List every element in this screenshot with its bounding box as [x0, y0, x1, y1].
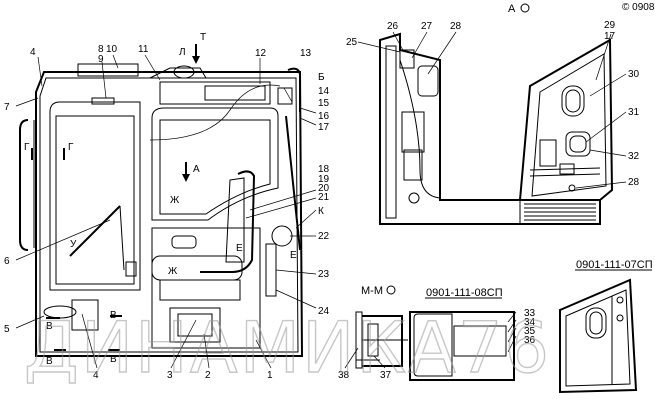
- letter-g-right: Г: [68, 142, 74, 153]
- letter-e-lower: Е: [290, 250, 297, 261]
- callout-30: 30: [628, 69, 640, 80]
- callout-31: 31: [628, 107, 640, 118]
- callout-27: 27: [421, 21, 433, 32]
- callout-33: 33: [524, 308, 536, 319]
- part-number-right: 0901-111-07СП: [576, 259, 653, 271]
- callout-29: 29: [604, 20, 616, 31]
- callout-8: 8: [98, 44, 104, 55]
- letter-u: У: [70, 239, 77, 250]
- section-arrows: [31, 44, 200, 351]
- letter-g-left: Г: [24, 142, 30, 153]
- view-letters: Т Л Б К А Г Г У Ж Ж Е Е В В В В: [24, 32, 325, 367]
- callout-26: 26: [387, 21, 399, 32]
- callout-32: 32: [628, 151, 640, 162]
- callout-2: 2: [205, 370, 211, 381]
- callout-6: 6: [4, 256, 10, 267]
- letter-t: Т: [200, 32, 206, 43]
- panel-detail-0901-111-07: [559, 278, 638, 394]
- view-a-side-panel: [379, 32, 614, 225]
- callout-5: 5: [4, 324, 10, 335]
- callout-10: 10: [106, 44, 118, 55]
- callout-17-main: 17: [318, 122, 330, 133]
- callout-18: 18: [318, 164, 330, 175]
- callout-21: 21: [318, 192, 330, 203]
- callout-16: 16: [318, 111, 330, 122]
- callout-14: 14: [318, 86, 330, 97]
- callout-37: 37: [380, 370, 392, 381]
- letter-zh-upper: Ж: [170, 195, 180, 206]
- callout-28-top: 28: [450, 21, 462, 32]
- callout-3: 3: [167, 370, 173, 381]
- callout-13: 13: [300, 48, 312, 59]
- callout-34: 34: [524, 317, 536, 328]
- callout-numbers: 4 7 8 9 10 11 12 13 14 15 16 17 18 19 20…: [4, 20, 640, 381]
- letter-v-3: В: [46, 356, 53, 367]
- grille: [524, 203, 596, 221]
- view-a-title: А: [508, 3, 516, 15]
- callout-22: 22: [318, 231, 330, 242]
- callout-17-view-a: 17: [604, 31, 616, 42]
- callout-28-bottom: 28: [628, 177, 640, 188]
- callout-7: 7: [4, 102, 10, 113]
- view-a-leader-lines: [357, 31, 627, 189]
- callout-35: 35: [524, 326, 536, 337]
- letter-l: Л: [179, 47, 186, 58]
- section-mm: [344, 311, 408, 369]
- main-leader-lines: [15, 54, 317, 369]
- part-number-middle: 0901-111-08СП: [426, 287, 503, 299]
- callout-11: 11: [138, 44, 149, 55]
- callout-20: 20: [318, 183, 330, 194]
- callout-23: 23: [318, 269, 330, 280]
- letter-a-arrow: А: [193, 164, 200, 175]
- letter-v-4: В: [110, 354, 117, 365]
- watermark: ДИНАМИКА76: [24, 307, 551, 389]
- letter-k: К: [318, 206, 324, 217]
- callout-25: 25: [346, 37, 358, 48]
- callout-38: 38: [338, 370, 350, 381]
- callout-15: 15: [318, 98, 330, 109]
- view-mm-title: М-М: [361, 285, 383, 297]
- corner-mark: © 0908: [622, 2, 655, 13]
- letter-v-2: В: [110, 310, 117, 321]
- callout-4-bottom: 4: [93, 370, 99, 381]
- letter-e-upper: Е: [236, 243, 243, 254]
- letter-zh-lower: Ж: [168, 266, 178, 277]
- callout-24: 24: [318, 306, 330, 317]
- view-titles: А М-М 0901-111-07СП 0901-111-08СП: [361, 3, 653, 299]
- letter-b: Б: [318, 72, 325, 83]
- panel-detail-0901-111-08: [409, 311, 517, 381]
- callout-9: 9: [98, 54, 104, 65]
- callout-12: 12: [255, 48, 267, 59]
- callout-1: 1: [267, 370, 273, 381]
- callout-4-top: 4: [30, 47, 36, 58]
- callout-19: 19: [318, 174, 330, 185]
- callout-36: 36: [524, 335, 536, 346]
- letter-v-1: В: [46, 321, 53, 332]
